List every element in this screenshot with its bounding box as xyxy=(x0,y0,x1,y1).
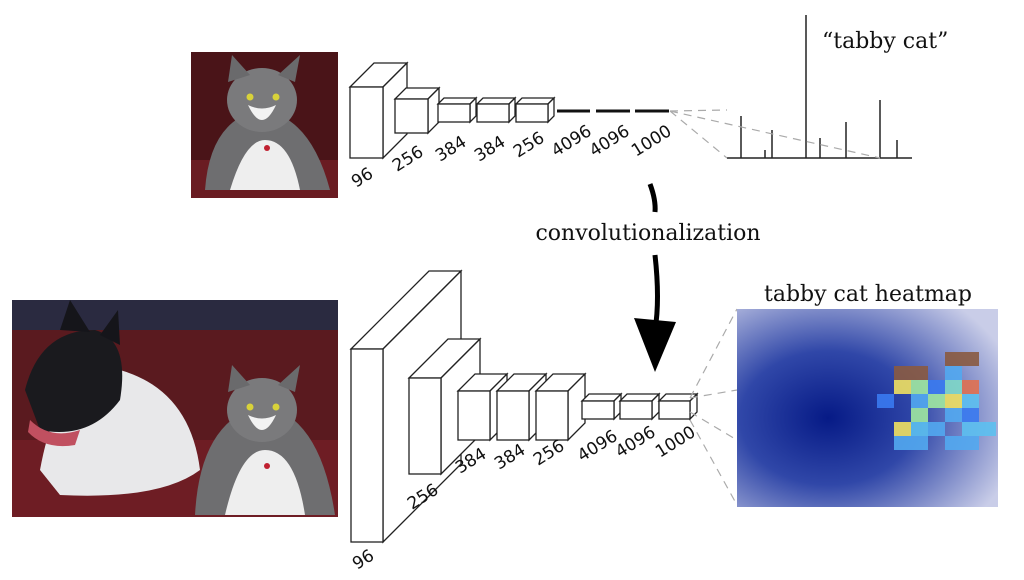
heatmap-cell xyxy=(911,436,928,450)
top-projection-lines xyxy=(669,109,881,159)
layer-label: 384 xyxy=(471,132,509,166)
layer-label: 4096 xyxy=(612,422,659,462)
layer-label: 256 xyxy=(510,128,548,162)
heatmap-cell xyxy=(962,352,979,366)
heatmap-cell xyxy=(894,436,911,450)
class-score-histogram xyxy=(727,15,912,159)
layer-label: 384 xyxy=(432,132,470,166)
heatmap-cell xyxy=(877,394,894,408)
layer-block xyxy=(475,96,517,124)
layer-block xyxy=(436,96,478,124)
heatmap-cell xyxy=(911,380,928,394)
heatmap-cell xyxy=(911,394,928,408)
layer-block xyxy=(618,392,661,421)
heatmap-cell xyxy=(979,422,996,436)
layer-label: 256 xyxy=(389,142,427,176)
heatmap-cell xyxy=(962,394,979,408)
layer-label: 4096 xyxy=(586,121,633,161)
heatmap-cell xyxy=(962,408,979,422)
layer-block xyxy=(580,392,623,421)
heatmap-cell xyxy=(911,366,928,380)
layer-block xyxy=(657,392,699,421)
layer-label: 1000 xyxy=(628,121,675,161)
heatmap-cell xyxy=(894,366,911,380)
heatmap-cell xyxy=(945,352,962,366)
layer-label: 96 xyxy=(349,546,378,574)
heatmap-hot-cells xyxy=(877,352,996,450)
convolutionalization-arrow xyxy=(634,183,676,372)
heatmap-cell xyxy=(928,422,945,436)
layer-block xyxy=(393,86,441,135)
heatmap-cell xyxy=(928,380,945,394)
layer-label: 256 xyxy=(530,436,568,470)
layer-label: 4096 xyxy=(548,121,595,161)
heatmap-cell xyxy=(894,380,911,394)
top-output-label: “tabby cat” xyxy=(822,29,948,54)
heatmap-cell xyxy=(945,436,962,450)
layer-block xyxy=(534,372,587,442)
heatmap-cell xyxy=(911,422,928,436)
heatmap-cell xyxy=(894,422,911,436)
heatmap-cell xyxy=(928,394,945,408)
top-cat-photo xyxy=(191,52,338,198)
layer-label: 96 xyxy=(348,164,377,192)
heatmap-cell xyxy=(945,394,962,408)
bottom-dog-cat-photo xyxy=(12,300,338,517)
bottom-output-label: tabby cat heatmap xyxy=(764,282,972,307)
heatmap-cell xyxy=(945,408,962,422)
transition-label: convolutionalization xyxy=(535,221,760,246)
layer-label: 384 xyxy=(491,440,529,474)
heatmap-cell xyxy=(962,380,979,394)
heatmap-cell xyxy=(962,436,979,450)
heatmap-cell xyxy=(911,408,928,422)
heatmap-cell xyxy=(945,380,962,394)
heatmap-cell xyxy=(945,366,962,380)
layer-label: 1000 xyxy=(652,422,699,462)
heatmap-cell xyxy=(962,422,979,436)
layer-block xyxy=(514,96,556,124)
